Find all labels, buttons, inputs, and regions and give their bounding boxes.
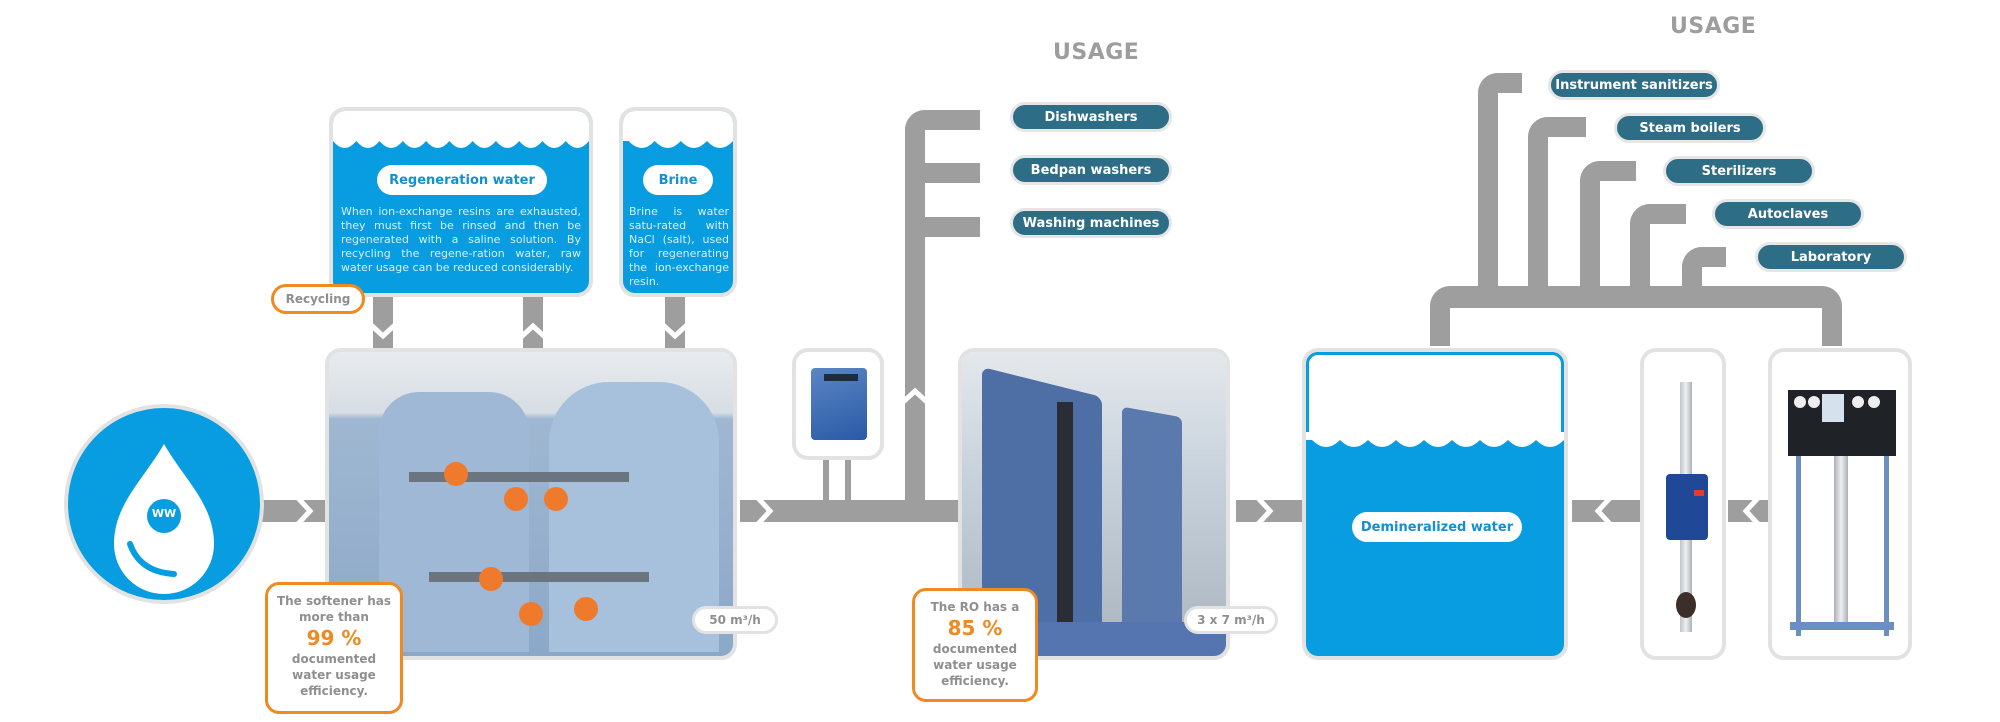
right-manifold-ro-drop xyxy=(1822,286,1842,346)
usage-branch-bedpan xyxy=(905,163,980,183)
flow-arrow-icon xyxy=(296,496,314,526)
regeneration-water-card: Regeneration water When ion-exchange res… xyxy=(329,107,593,297)
raw-water-source: WW xyxy=(64,404,264,604)
flow-arrow-icon xyxy=(518,322,548,340)
softener-note-after: documented water usage efficiency. xyxy=(291,652,377,698)
main-pipe-source-to-softener xyxy=(262,500,334,522)
flow-arrow-icon xyxy=(660,322,690,340)
brine-card: Brine Brine is water satu-rated with NaC… xyxy=(619,107,737,297)
usage-item-dishwashers: Dishwashers xyxy=(1010,102,1172,132)
flow-arrow-icon xyxy=(900,387,930,405)
usage-title-2: USAGE xyxy=(1670,14,1757,39)
dosing-controller-photo xyxy=(792,348,884,460)
flow-arrow-icon xyxy=(1594,496,1612,526)
uv-unit-photo xyxy=(1640,348,1726,660)
usage-title-1: USAGE xyxy=(1053,40,1140,65)
flow-arrow-icon xyxy=(756,496,774,526)
usage-item-laboratory: Laboratory xyxy=(1755,242,1907,272)
regen-pipe-2 xyxy=(523,296,543,348)
branch-laboratory xyxy=(1682,247,1726,267)
flow-arrow-icon xyxy=(368,322,398,340)
demineralized-water-tank: Demineralized water xyxy=(1302,348,1568,660)
regen-pipe-1 xyxy=(373,296,393,348)
branch-instrument-sanitizers xyxy=(1478,73,1522,93)
brine-title: Brine xyxy=(643,165,713,195)
softener-note-before: The softener has more than xyxy=(276,594,392,624)
flow-arrow-icon xyxy=(1256,496,1274,526)
ro-efficiency-note: The RO has a 85 % documented water usage… xyxy=(912,588,1038,702)
regeneration-water-text: When ion-exchange resins are exhausted, … xyxy=(341,205,581,274)
usage-item-steam-boilers: Steam boilers xyxy=(1614,113,1766,143)
dosing-pipe-2 xyxy=(845,458,851,502)
right-manifold-tank-drop xyxy=(1430,286,1450,346)
return-pipe-ro-unit-to-uv xyxy=(1728,500,1772,522)
branch-sterilizers xyxy=(1580,161,1636,181)
usage-riser-1 xyxy=(905,110,925,502)
wave-icon xyxy=(333,111,589,148)
ro-flow-rate: 3 x 7 m³/h xyxy=(1184,606,1278,634)
ro-note-before: The RO has a xyxy=(930,600,1020,614)
brine-pipe xyxy=(665,296,685,348)
flow-arrow-icon xyxy=(1742,496,1760,526)
usage-item-washing-machines: Washing machines xyxy=(1010,208,1172,238)
usage-item-bedpan-washers: Bedpan washers xyxy=(1010,155,1172,185)
wave-icon xyxy=(623,111,733,148)
brine-text: Brine is water satu-rated with NaCl (sal… xyxy=(629,205,729,288)
demineralized-water-label: Demineralized water xyxy=(1352,512,1522,542)
main-pipe-softener-to-ro xyxy=(740,500,962,522)
branch-autoclaves xyxy=(1630,204,1686,224)
usage-item-instrument-sanitizers: Instrument sanitizers xyxy=(1548,70,1720,100)
reverse-osmosis-photo xyxy=(958,348,1230,660)
branch-steam-boilers xyxy=(1528,117,1586,137)
right-manifold xyxy=(1430,286,1842,308)
riser-autoclaves xyxy=(1630,204,1650,288)
usage-item-sterilizers: Sterilizers xyxy=(1663,156,1815,186)
softener-flow-rate: 50 m³/h xyxy=(692,606,778,634)
regeneration-water-title: Regeneration water xyxy=(377,165,547,195)
riser-steam-boilers xyxy=(1528,117,1548,288)
riser-instrument-sanitizers xyxy=(1478,73,1498,288)
source-label: WW xyxy=(151,507,177,520)
softener-efficiency-note: The softener has more than 99 % document… xyxy=(265,582,403,714)
recycling-label: Recycling xyxy=(271,284,365,314)
usage-branch-dishwashers xyxy=(905,110,980,130)
ro-note-after: documented water usage efficiency. xyxy=(932,642,1018,688)
ro-unit-photo xyxy=(1768,348,1912,660)
softener-percent: 99 % xyxy=(306,626,362,650)
softener-photo xyxy=(325,348,737,660)
ro-percent: 85 % xyxy=(947,616,1003,640)
usage-item-autoclaves: Autoclaves xyxy=(1712,199,1864,229)
usage-branch-washing xyxy=(905,217,980,237)
dosing-pipe-1 xyxy=(823,458,829,502)
wave-icon xyxy=(1306,432,1564,447)
riser-sterilizers xyxy=(1580,161,1600,288)
water-drop-icon xyxy=(114,444,214,594)
return-pipe-uv-to-tank xyxy=(1572,500,1644,522)
